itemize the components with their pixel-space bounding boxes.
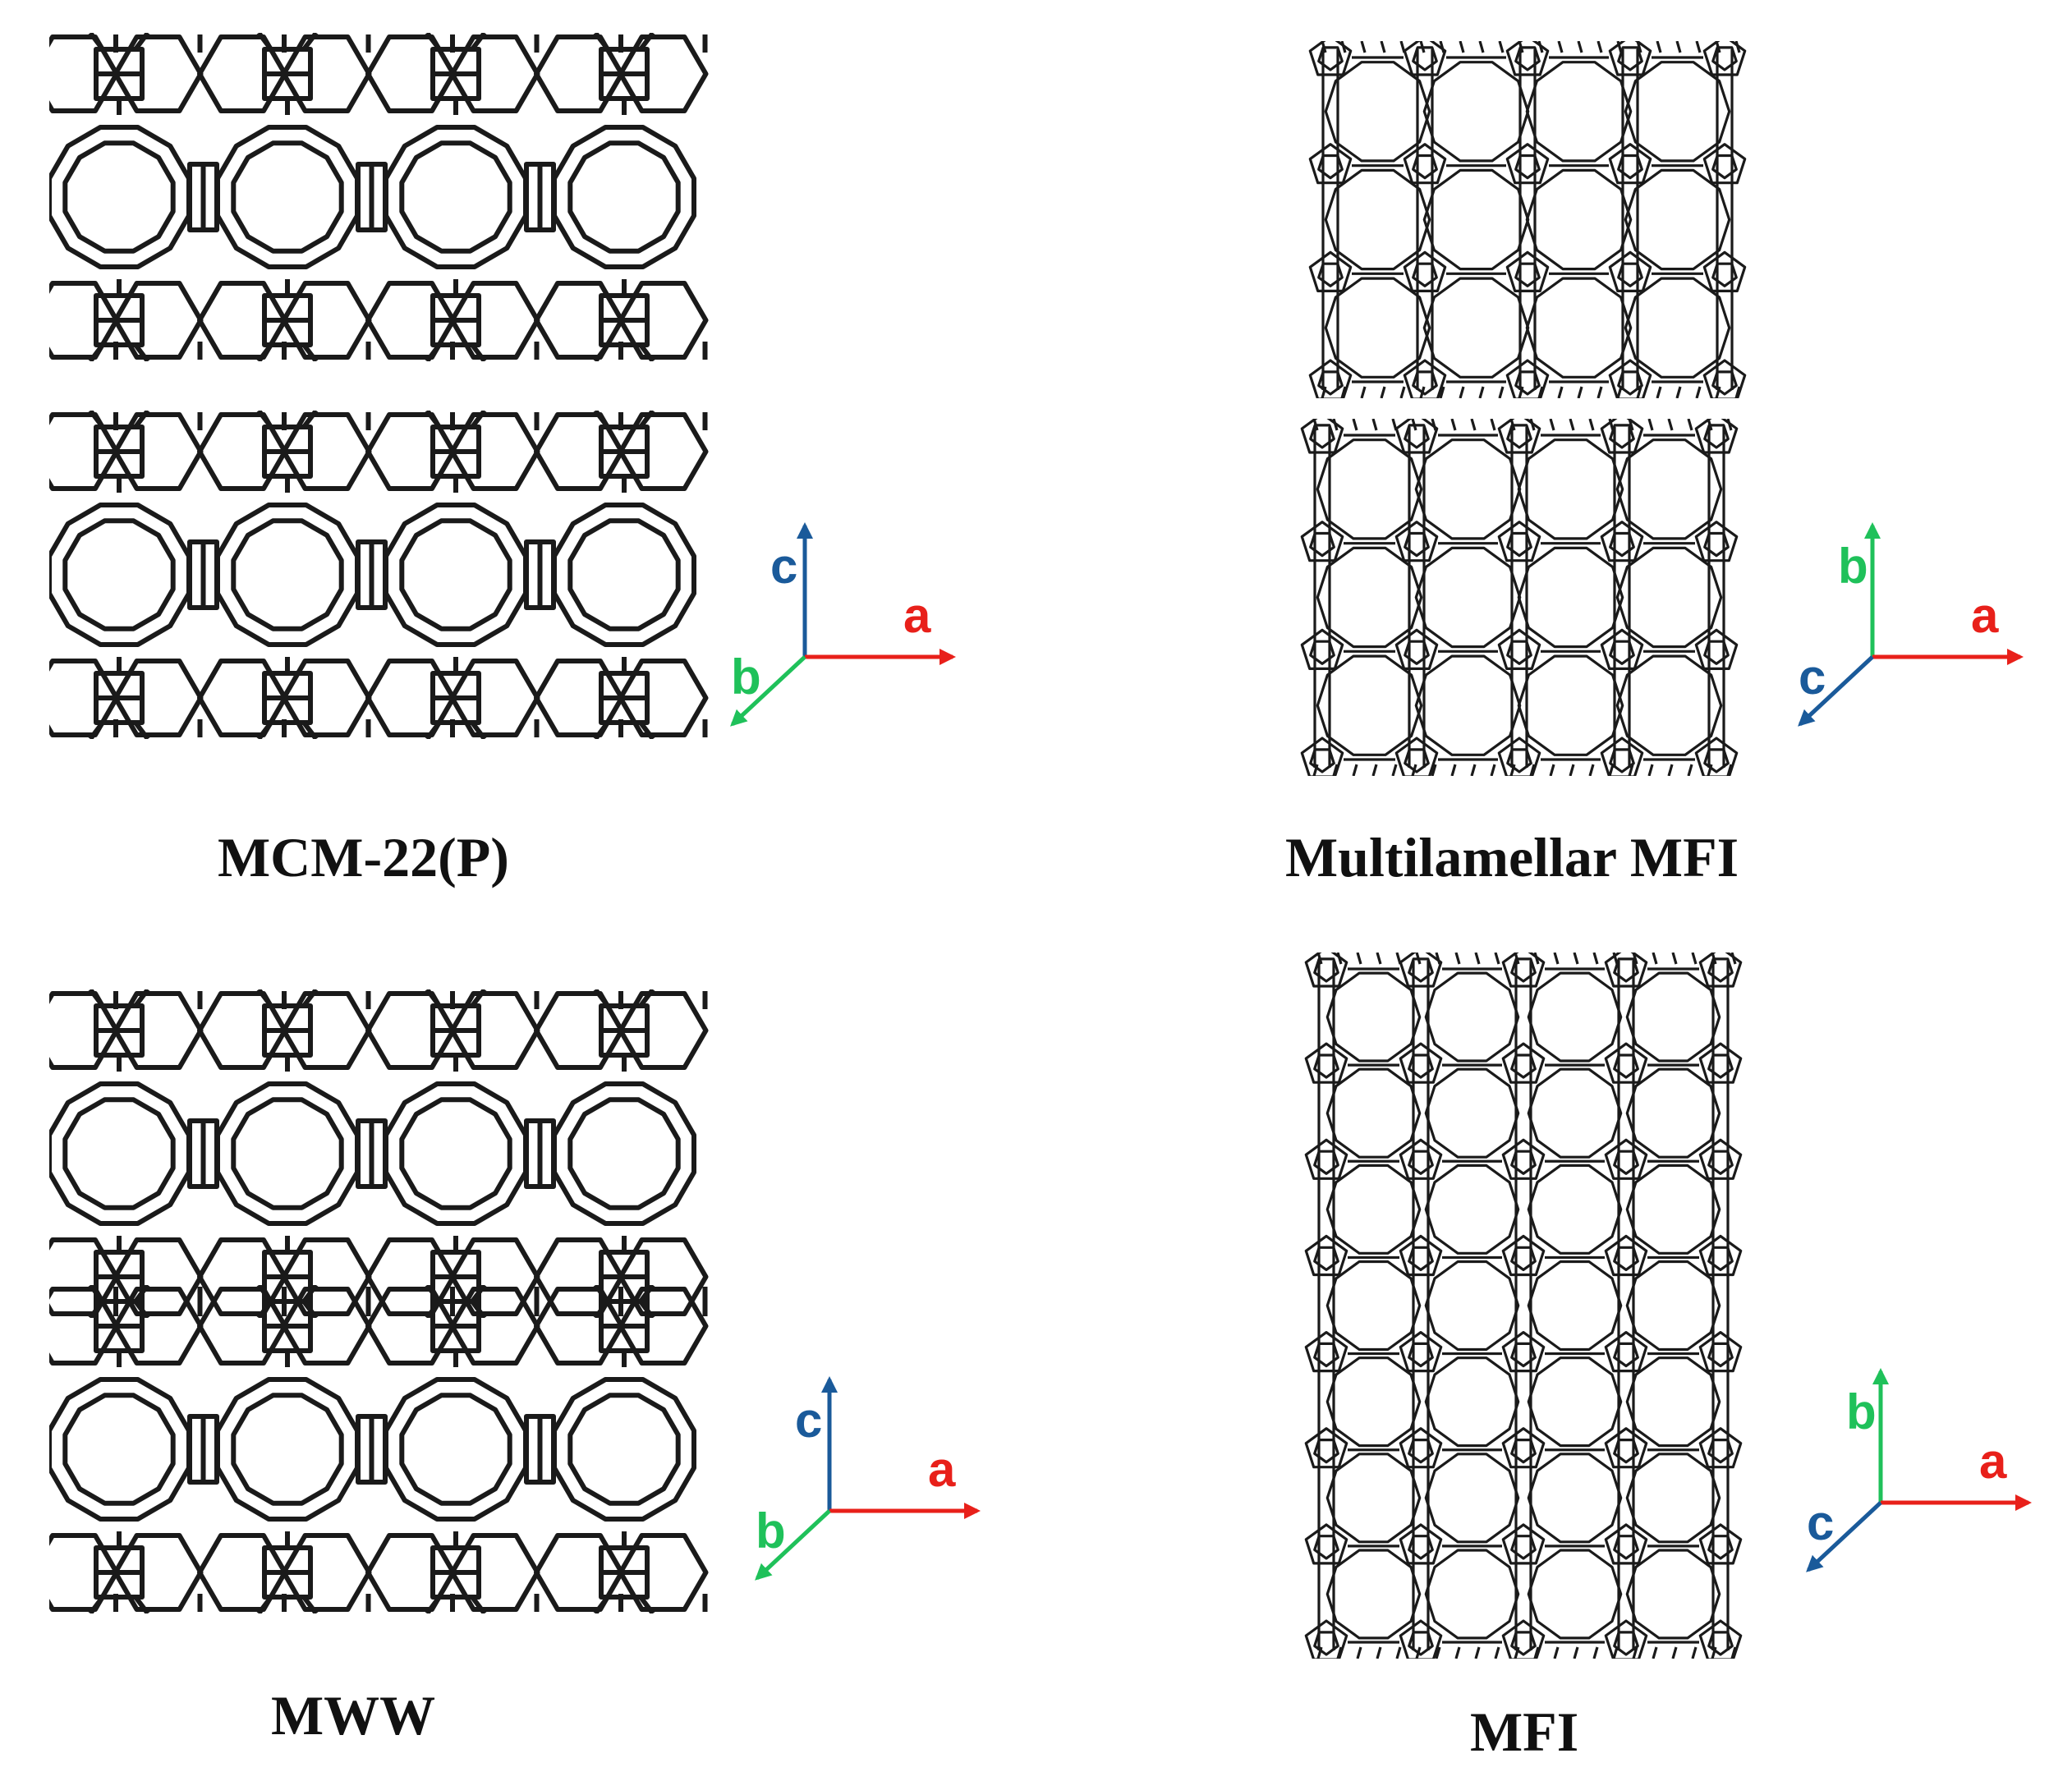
axis-c-label: c [1807,1495,1834,1550]
multilamellar-mfi-caption: Multilamellar MFI [1285,826,1739,888]
mfi-caption: MFI [1470,1701,1579,1763]
axis-c-label: c [770,539,797,594]
axis-c-label: c [1799,650,1826,705]
multilamellar-mfi-layer-bottom [1298,419,1741,776]
mfi-axis-triad: b a c [1799,1355,2061,1622]
axis-b-label: b [1838,539,1868,594]
axis-b-arrow [730,655,806,727]
mcm22p-layer-top [49,33,723,361]
axis-a-label: a [903,588,931,643]
mww-caption: MWW [271,1684,436,1747]
axis-b-label: b [756,1503,786,1558]
axis-b-label: b [731,650,761,705]
multilamellar-mfi-axis-triad: b a c [1790,509,2053,776]
axis-a-label: a [1979,1434,2007,1489]
axis-b-arrow [755,1509,831,1581]
mfi-framework [1302,952,1745,1659]
axis-b-label: b [1846,1384,1877,1439]
mww-axis-triad: c a b [747,1363,1010,1630]
mcm22p-axis-triad: c a b [723,509,985,776]
mcm22p-caption: MCM-22(P) [218,826,509,888]
axis-c-label: c [795,1393,822,1448]
axis-a-label: a [1971,588,1999,643]
mww-layer-bottom [49,1285,723,1613]
mcm22p-layer-bottom [49,411,723,739]
axis-a-label: a [928,1442,956,1497]
multilamellar-mfi-layer-top [1306,41,1749,398]
axis-c-arrow [1798,655,1874,727]
axis-c-arrow [1806,1501,1882,1572]
mww-layer-top [49,989,723,1318]
